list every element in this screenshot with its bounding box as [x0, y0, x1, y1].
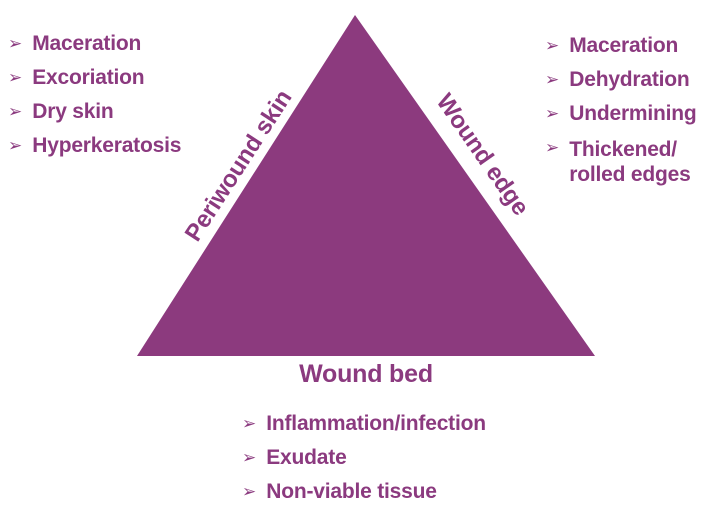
list-item-label: Excoriation	[32, 66, 145, 89]
wound-bed-label: Wound bed	[299, 360, 433, 388]
arrow-bullet-icon: ➢	[242, 414, 257, 433]
list-item: ➢ Dehydration	[545, 69, 697, 91]
list-item-label: Hyperkeratosis	[32, 134, 182, 157]
arrow-bullet-icon: ➢	[8, 34, 23, 53]
arrow-bullet-icon: ➢	[545, 138, 560, 157]
triangle-polygon	[137, 15, 595, 356]
list-item: ➢ Undermining	[545, 103, 697, 125]
arrow-bullet-icon: ➢	[242, 482, 257, 501]
arrow-bullet-icon: ➢	[8, 102, 23, 121]
arrow-bullet-icon: ➢	[8, 68, 23, 87]
arrow-bullet-icon: ➢	[8, 136, 23, 155]
list-item: ➢ Non-viable tissue	[242, 481, 486, 503]
list-item-label: Dehydration	[569, 68, 690, 91]
list-item: ➢ Excoriation	[8, 67, 181, 89]
list-item-label: Inflammation/infection	[266, 412, 486, 435]
wound-bed-list: ➢ Inflammation/infection ➢ Exudate ➢ Non…	[242, 413, 486, 515]
periwound-skin-list: ➢ Maceration ➢ Excoriation ➢ Dry skin ➢ …	[8, 33, 181, 169]
arrow-bullet-icon: ➢	[545, 104, 560, 123]
list-item-label: Maceration	[569, 34, 679, 57]
list-item: ➢ Maceration	[545, 35, 697, 57]
list-item-label: Dry skin	[32, 100, 114, 123]
list-item: ➢ Dry skin	[8, 101, 181, 123]
list-item-label: Thickened/ rolled edges	[569, 138, 691, 186]
list-item: ➢ Exudate	[242, 447, 486, 469]
list-item: ➢ Inflammation/infection	[242, 413, 486, 435]
list-item: ➢ Maceration	[8, 33, 181, 55]
list-item-label: Exudate	[266, 446, 347, 469]
wound-edge-list: ➢ Maceration ➢ Dehydration ➢ Undermining…	[545, 35, 697, 199]
arrow-bullet-icon: ➢	[242, 448, 257, 467]
list-item: ➢ Thickened/ rolled edges	[545, 137, 697, 187]
list-item-label: Non-viable tissue	[266, 480, 437, 503]
list-item: ➢ Hyperkeratosis	[8, 135, 181, 157]
list-item-label: Undermining	[569, 102, 697, 125]
arrow-bullet-icon: ➢	[545, 36, 560, 55]
arrow-bullet-icon: ➢	[545, 70, 560, 89]
list-item-label: Maceration	[32, 32, 142, 55]
